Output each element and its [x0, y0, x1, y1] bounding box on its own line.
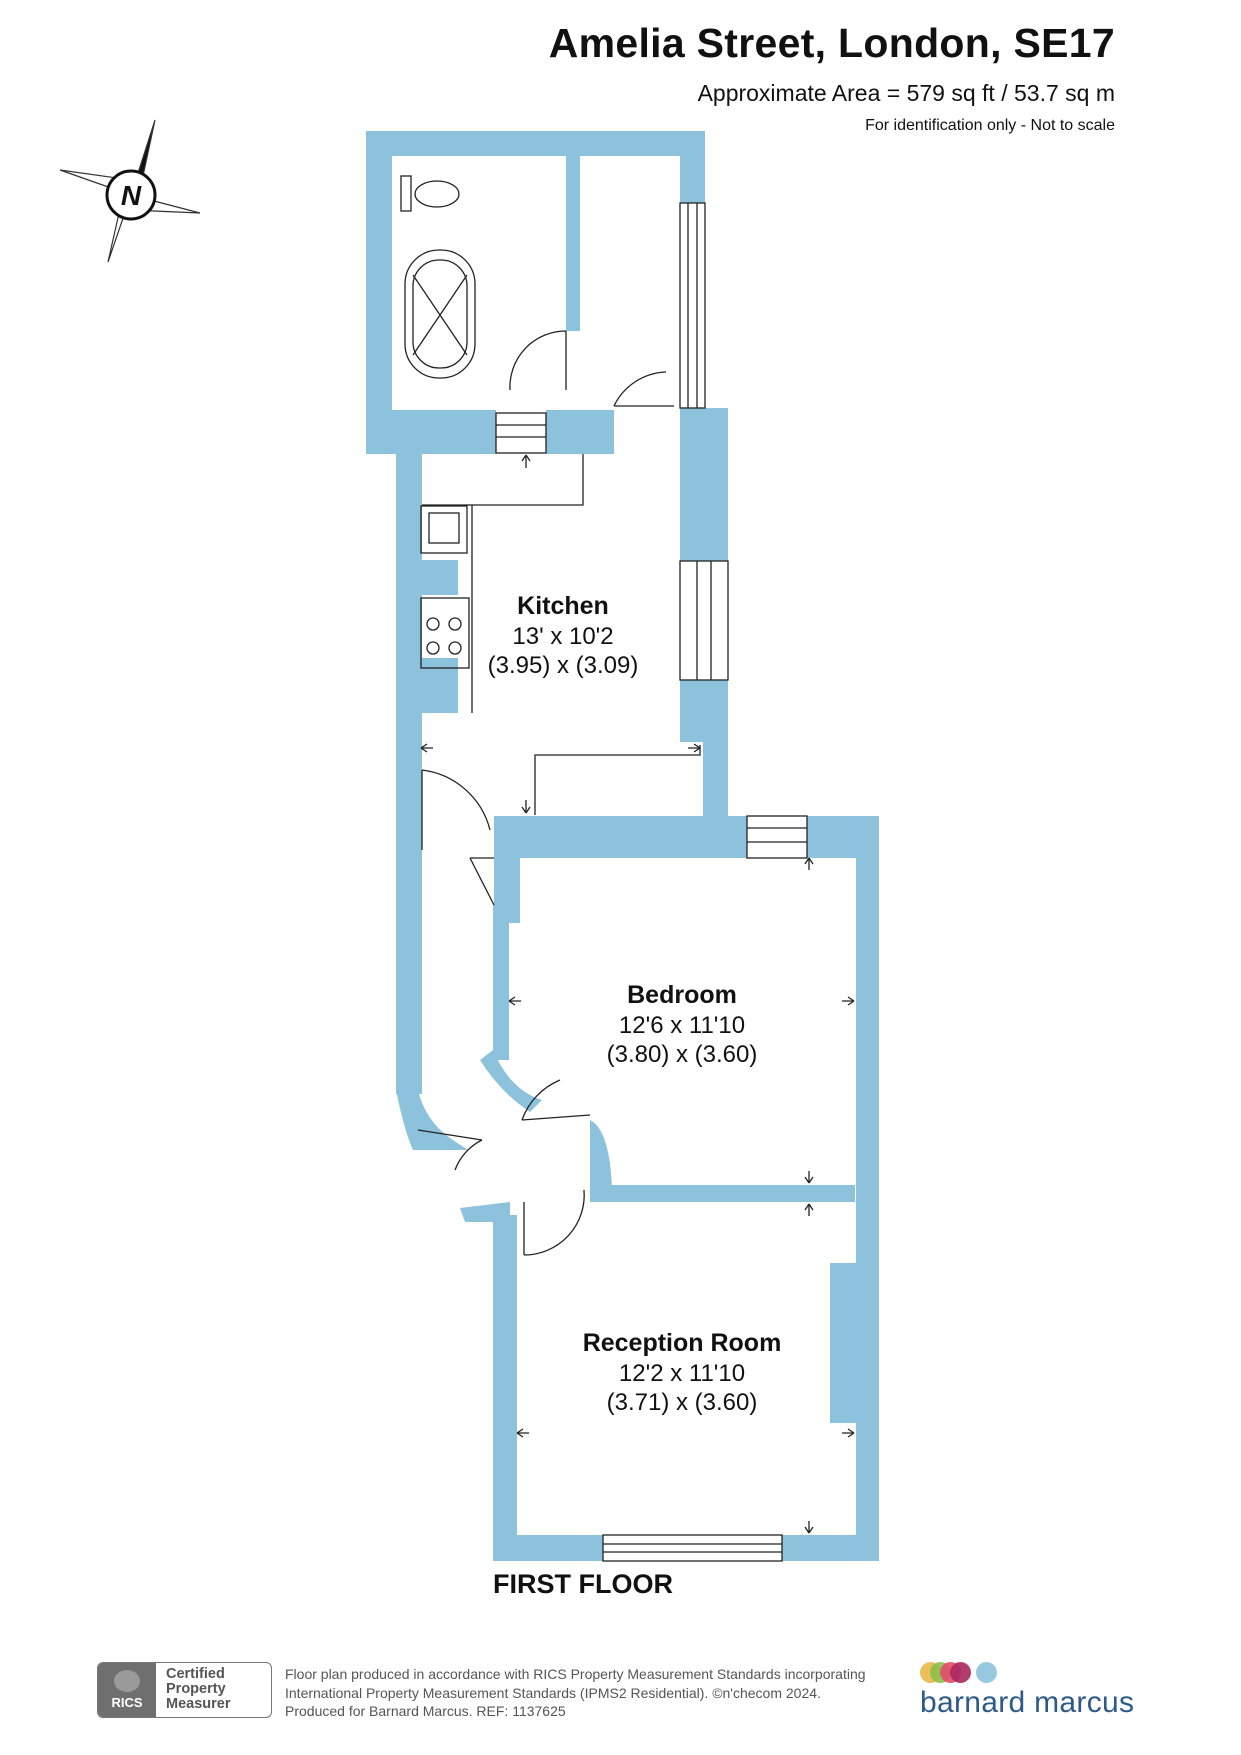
wall	[366, 131, 705, 156]
door-swing	[469, 857, 495, 906]
dimension-arrow	[804, 857, 814, 870]
compass-letter: N	[121, 180, 142, 211]
rics-certified-text: Certified Property Measurer	[156, 1663, 230, 1717]
brand-dots-icon	[920, 1662, 1134, 1684]
wall	[366, 410, 496, 454]
wall	[493, 1535, 603, 1561]
room-label-kitchen: Kitchen 13' x 10'2 (3.95) x (3.09)	[488, 591, 639, 680]
wall	[493, 905, 509, 1060]
door-swing	[521, 1079, 591, 1121]
door-swing	[417, 1129, 483, 1171]
wall	[680, 408, 728, 453]
room-dimensions-imperial: 12'2 x 11'10	[618, 1359, 746, 1387]
wall	[418, 658, 458, 713]
window	[746, 815, 808, 859]
wall	[418, 560, 458, 595]
wall	[830, 1263, 856, 1423]
room-dimensions-metric: (3.71) x (3.60)	[606, 1388, 758, 1416]
compass-icon	[59, 119, 201, 263]
wall	[590, 1185, 855, 1202]
dimension-arrow	[804, 1521, 814, 1534]
brand-dot	[976, 1662, 997, 1683]
wall	[680, 131, 705, 203]
room-dimensions-metric: (3.95) x (3.09)	[487, 651, 639, 679]
room-name: Kitchen	[517, 592, 609, 620]
toilet	[414, 180, 460, 208]
wall	[396, 454, 422, 1094]
wall	[494, 816, 747, 858]
door-swing	[523, 1189, 585, 1256]
wall	[366, 131, 392, 454]
bath	[404, 249, 476, 379]
window	[602, 1534, 783, 1562]
room-name: Reception Room	[582, 1329, 782, 1357]
kitchen-counter	[422, 454, 584, 506]
footnote-line: Floor plan produced in accordance with R…	[285, 1666, 866, 1682]
toilet-cistern	[400, 175, 412, 212]
dimension-arrow	[842, 1428, 855, 1438]
wall	[782, 1535, 879, 1561]
room-label-reception-room: Reception Room 12'2 x 11'10 (3.71) x (3.…	[583, 1328, 782, 1417]
floor-label: FIRST FLOOR	[493, 1569, 673, 1599]
rics-mark-text: RICS	[111, 1695, 143, 1710]
wall	[480, 1050, 542, 1112]
wall	[493, 1215, 517, 1561]
plan-linework	[400, 175, 855, 1562]
rics-emblem-icon	[114, 1670, 140, 1692]
wall	[460, 1202, 510, 1222]
room-dimensions-imperial: 12'6 x 11'10	[618, 1011, 746, 1039]
brand-logo: barnard marcus	[920, 1662, 1134, 1720]
dimension-arrow	[688, 743, 701, 753]
dimension-arrow	[516, 1428, 529, 1438]
hob	[420, 597, 470, 669]
footnote-line: International Property Measurement Stand…	[285, 1684, 821, 1701]
wall	[396, 1090, 468, 1150]
room-name: Bedroom	[627, 981, 737, 1009]
wall	[703, 742, 728, 816]
dimension-arrow	[521, 454, 531, 468]
brand-dot	[950, 1662, 971, 1683]
wall	[856, 816, 879, 1561]
wall	[680, 680, 728, 742]
rics-certified-badge: RICS Certified Property Measurer	[97, 1662, 272, 1718]
room-dimensions-imperial: 13' x 10'2	[512, 622, 614, 650]
wall-structure	[366, 131, 879, 1561]
property-title: Amelia Street, London, SE17	[548, 20, 1115, 66]
badge-line: Property	[166, 1681, 226, 1698]
door-swing	[421, 769, 491, 850]
wall	[566, 131, 580, 331]
room-label-bedroom: Bedroom 12'6 x 11'10 (3.80) x (3.60)	[607, 980, 758, 1069]
dimension-arrow	[804, 1171, 814, 1184]
door-swing	[613, 371, 674, 407]
dimension-arrow	[804, 1203, 814, 1216]
footnote-line: Produced for Barnard Marcus. REF: 113762…	[285, 1703, 566, 1719]
scale-disclaimer: For identification only - Not to scale	[865, 117, 1115, 134]
worktop	[534, 745, 701, 815]
wall	[590, 1120, 612, 1190]
door-swing	[509, 330, 567, 391]
dimension-arrow	[842, 996, 855, 1006]
wall	[546, 410, 614, 454]
window	[679, 560, 729, 681]
stair-tread	[495, 412, 547, 454]
window	[679, 202, 706, 409]
property-area: Approximate Area = 579 sq ft / 53.7 sq m	[697, 80, 1115, 106]
rics-logo: RICS	[98, 1663, 156, 1717]
sink	[420, 505, 468, 554]
badge-line: Measurer	[166, 1696, 231, 1713]
room-dimensions-metric: (3.80) x (3.60)	[606, 1040, 758, 1068]
dimension-arrow	[508, 996, 521, 1006]
floorplan-footnote: Floor plan produced in accordance with R…	[285, 1665, 866, 1721]
badge-line: Certified	[166, 1666, 225, 1682]
dimension-arrow	[521, 800, 531, 814]
brand-name: barnard marcus	[920, 1686, 1135, 1719]
dimension-arrow	[420, 743, 433, 753]
wall	[680, 453, 728, 561]
